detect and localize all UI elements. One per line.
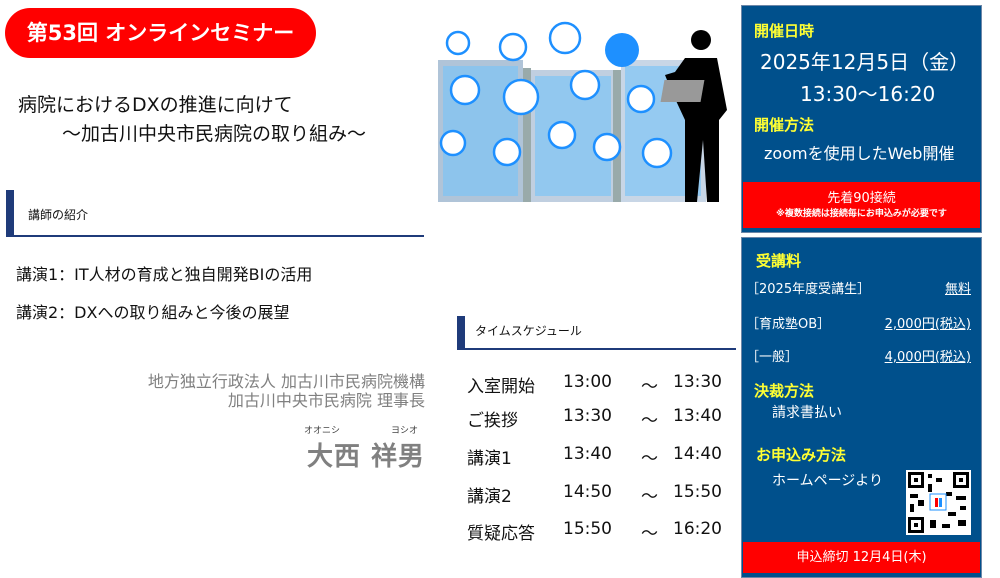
event-date: 2025年12月5日（金）: [760, 50, 970, 74]
fee-type: ［育成塾OB］: [746, 317, 831, 332]
schedule-heading: タイムスケジュール: [475, 324, 582, 338]
capacity-notice: 先着90接続 ※複数接続は接続毎にお申込みが必要です: [743, 182, 980, 228]
schedule-sep: ～: [641, 411, 658, 431]
schedule-sep: ～: [641, 524, 658, 544]
deadline: 申込締切 12月4日(木): [743, 542, 980, 573]
speaker-name: 大西 祥男: [306, 442, 425, 472]
schedule-section-header: タイムスケジュール: [457, 316, 736, 350]
building-icon: [569, 69, 601, 101]
mail-icon: [445, 30, 471, 56]
title-line1: 病院におけるDXの推進に向けて: [18, 94, 293, 116]
document-icon: [492, 137, 522, 167]
payment-method: 請求書払い: [772, 405, 842, 421]
schedule-end: 16:20: [673, 519, 722, 539]
folder-icon: [592, 132, 622, 162]
schedule-end: 13:30: [673, 372, 722, 392]
payment-label: 決裁方法: [754, 382, 815, 400]
fee-panel: 受講料 ［2025年度受講生］ 無料 ［育成塾OB］ 2,000円(税込) ［一般］ 4,…: [741, 237, 982, 578]
furigana-family: オオニシ: [304, 426, 341, 436]
method-label: 開催方法: [754, 116, 815, 134]
schedule-start: 13:40: [563, 444, 612, 464]
pie-chart-icon: [641, 137, 673, 169]
talk-2: 講演2：DXへの取り組みと今後の展望: [16, 303, 290, 322]
event-time: 13:30～16:20: [800, 82, 936, 106]
schedule-end: 15:50: [673, 482, 722, 502]
schedule-label: 質疑応答: [467, 524, 535, 544]
title-line2: ～加古川中央市民病院の取り組み～: [62, 123, 367, 145]
schedule-start: 13:00: [563, 372, 612, 392]
schedule-sep: ～: [641, 487, 658, 507]
schedule-label: 講演2: [467, 487, 512, 507]
schedule-sep: ～: [641, 377, 658, 397]
fee-price: 4,000円(税込): [884, 350, 971, 365]
chart-icon: [449, 74, 481, 106]
people-icon: [605, 33, 639, 67]
speaker-section-header: 講師の紹介: [6, 190, 424, 237]
schedule-end: 14:40: [673, 444, 722, 464]
apply-method: ホームページより: [772, 473, 884, 489]
schedule-label: 入室開始: [467, 377, 535, 397]
furigana-given: ヨシオ: [391, 426, 419, 436]
schedule-start: 14:50: [563, 482, 612, 502]
cloud-icon: [498, 32, 528, 62]
schedule-end: 13:40: [673, 406, 722, 426]
yen-icon: [547, 120, 577, 150]
fee-price: 無料: [944, 282, 971, 297]
capacity-note: ※複数接続は接続毎にお申込みが必要です: [776, 209, 947, 219]
capacity: 先着90接続: [827, 191, 896, 206]
apply-label: お申込み方法: [756, 446, 847, 464]
lock-icon: [626, 84, 656, 114]
phone-icon: [439, 129, 467, 157]
schedule-label: 講演1: [467, 449, 512, 469]
speaker-title: 加古川中央市民病院 理事長: [227, 391, 425, 410]
fee-label: 受講料: [756, 252, 802, 270]
seminar-badge: 第53回 オンラインセミナー: [5, 8, 316, 58]
speaker-heading: 講師の紹介: [28, 208, 89, 222]
fee-price: 2,000円(税込): [884, 317, 971, 332]
laptop: [660, 80, 705, 102]
fee-type: ［2025年度受講生］: [746, 282, 871, 297]
schedule-start: 15:50: [563, 519, 612, 539]
schedule-sep: ～: [641, 449, 658, 469]
event-method: zoomを使用したWeb開催: [764, 144, 955, 163]
monitor-icon: [502, 78, 540, 116]
talk-1: 講演1：IT人材の育成と独自開発BIの活用: [16, 265, 313, 284]
fee-type: ［一般］: [746, 350, 799, 365]
schedule-start: 13:30: [563, 406, 612, 426]
event-info-panel: 開催日時 2025年12月5日（金） 13:30～16:20 開催方法 zoom…: [741, 5, 982, 233]
date-label: 開催日時: [754, 22, 815, 40]
globe-icon: [548, 21, 582, 55]
qr-code[interactable]: [906, 470, 971, 535]
schedule-label: ご挨拶: [467, 411, 518, 431]
speaker-org: 地方独立行政法人 加古川市民病院機構: [147, 372, 425, 391]
dx-illustration: [438, 21, 727, 202]
